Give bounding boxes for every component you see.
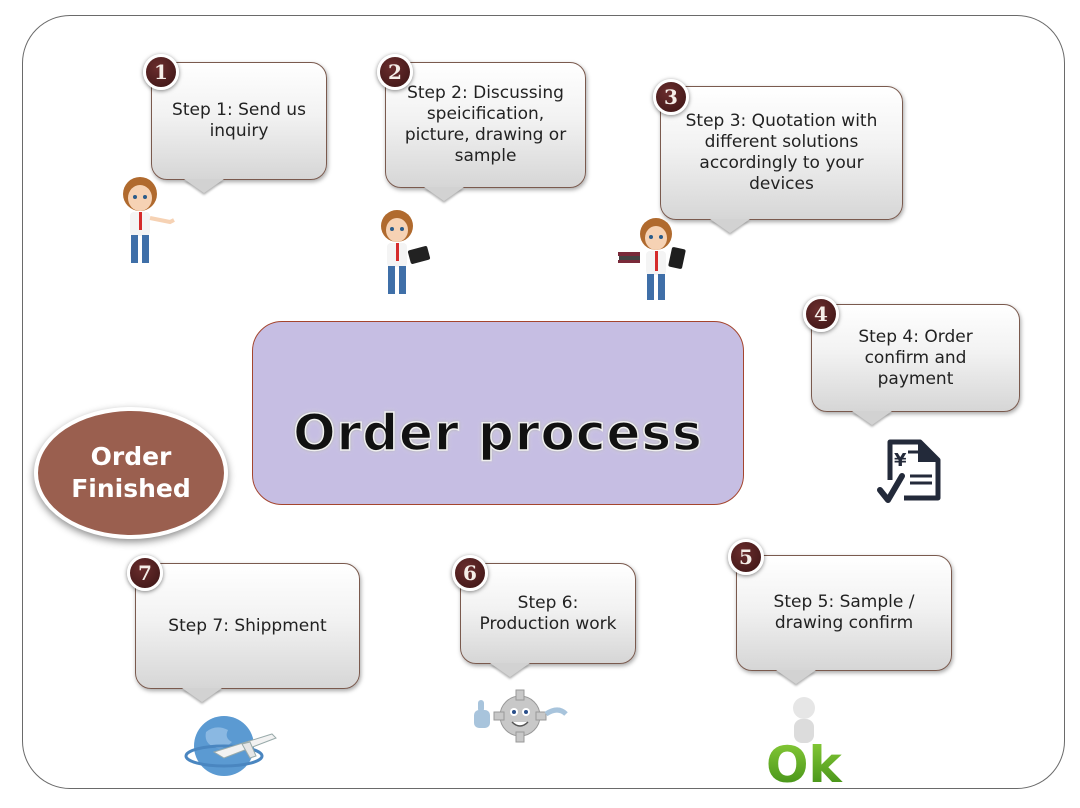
step-5-bubble: Step 5: Sample / drawing confirm	[736, 555, 952, 671]
boy-with-books-tablet-icon	[618, 218, 686, 300]
step-7-text: Step 7: Shippment	[168, 615, 327, 636]
step-2-text: Step 2: Discussing speicification, pictu…	[404, 83, 567, 166]
step-1-bubble: Step 1: Send us inquiry	[151, 62, 327, 180]
step-5-tail	[776, 670, 816, 684]
order-process-box: Order process	[252, 321, 744, 505]
step-3-tail	[710, 219, 750, 233]
step-1-badge: 1	[143, 54, 179, 90]
step-3-bubble: Step 3: Quotation with different solutio…	[660, 86, 903, 220]
step-6-bubble: Step 6: Production work	[460, 563, 636, 664]
step-4-bubble: Step 4: Order confirm and payment	[811, 304, 1020, 412]
step-7-tail	[182, 688, 222, 702]
ok-figure-icon: Ok	[766, 697, 844, 786]
step-5-text: Step 5: Sample / drawing confirm	[773, 592, 915, 633]
step-4-text: Step 4: Order confirm and payment	[858, 326, 973, 389]
step-2-bubble: Step 2: Discussing speicification, pictu…	[385, 62, 586, 188]
slide-frame	[22, 15, 1065, 789]
step-2-badge: 2	[377, 54, 413, 90]
step-4-tail	[852, 411, 892, 425]
step-1-tail	[184, 179, 224, 193]
diagram-title: Order process	[292, 403, 703, 463]
step-5-badge: 5	[728, 539, 764, 575]
svg-text:Ok: Ok	[766, 736, 844, 786]
step-1-text: Step 1: Send us inquiry	[172, 100, 306, 141]
step-6-tail	[490, 663, 530, 677]
step-2-tail	[424, 187, 464, 201]
globe-airplane-icon	[184, 716, 277, 776]
step-4-badge: 4	[803, 296, 839, 332]
step-6-text: Step 6: Production work	[479, 592, 617, 634]
svg-text:¥: ¥	[894, 450, 907, 471]
step-7-bubble: Step 7: Shippment	[135, 563, 360, 689]
invoice-check-icon: ¥	[877, 439, 941, 503]
order-finished-ellipse: Order Finished	[34, 407, 228, 539]
step-3-badge: 3	[653, 79, 689, 115]
step-7-badge: 7	[127, 555, 163, 591]
gear-mascot-icon	[474, 689, 568, 743]
boy-presenting-icon	[123, 177, 175, 263]
step-3-text: Step 3: Quotation with different solutio…	[685, 111, 878, 194]
step-6-badge: 6	[452, 555, 488, 591]
boy-with-laptop-icon	[381, 210, 431, 294]
